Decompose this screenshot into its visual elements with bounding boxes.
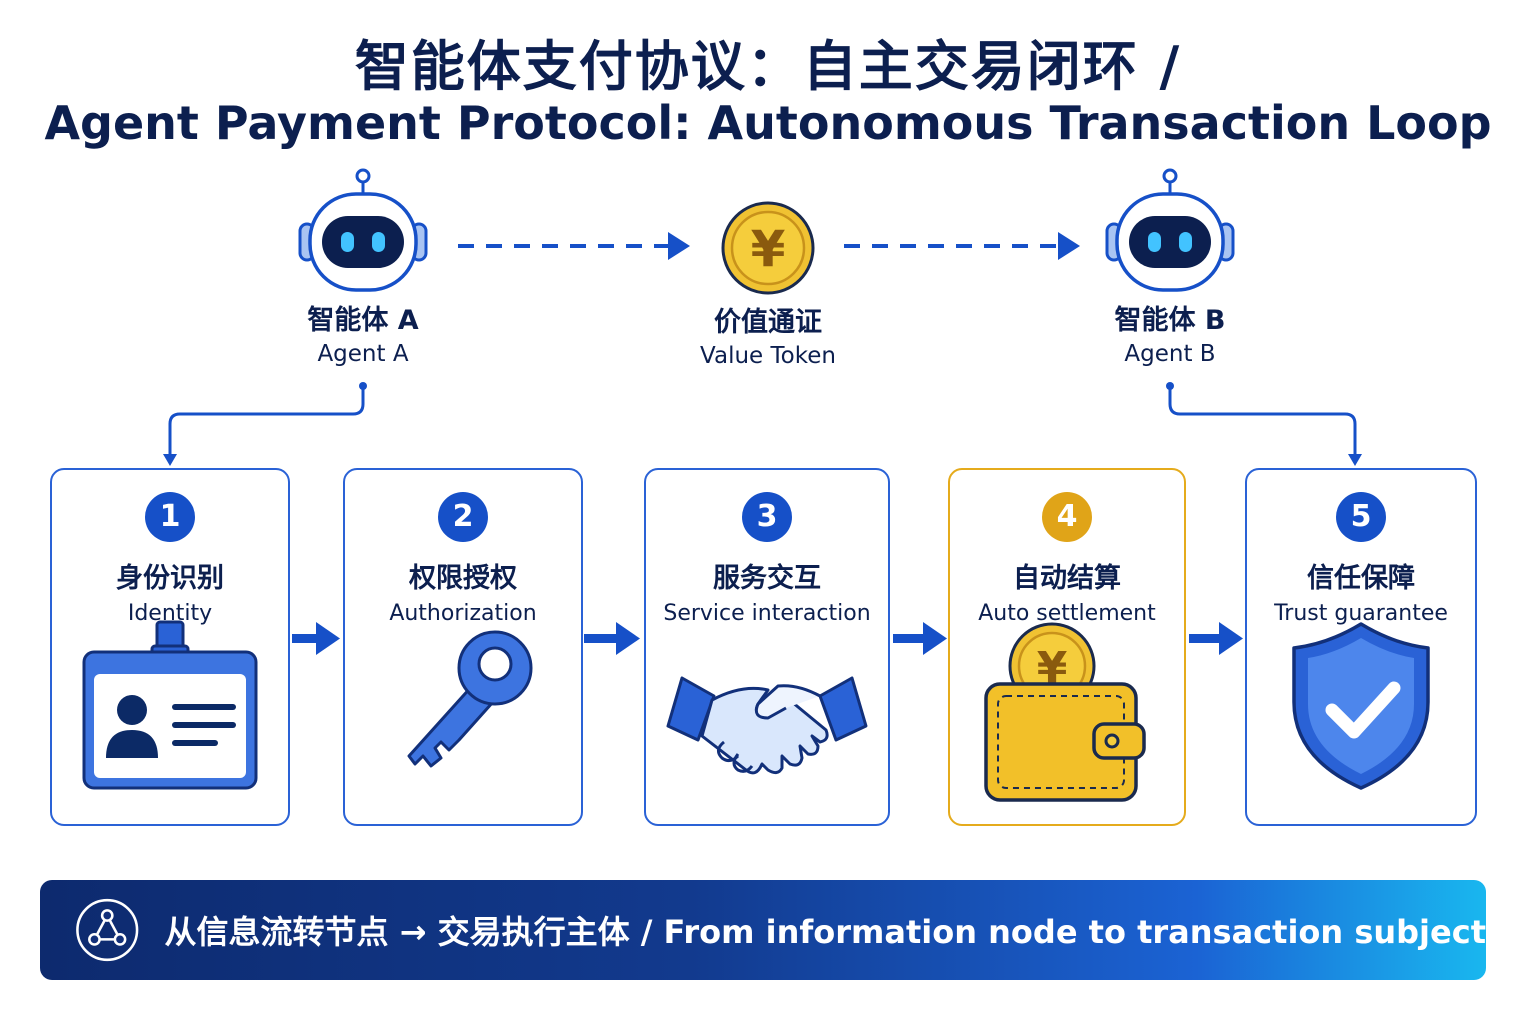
value-token-label-en: Value Token [700,343,836,369]
connector-agent-b-to-step-5 [1166,382,1362,466]
network-icon [76,898,139,962]
step-title-zh: 信任保障 [1307,563,1415,594]
step-title-zh: 身份识别 [116,563,224,594]
id-card-icon [82,620,258,790]
yuan-coin-icon: ¥ [721,201,815,295]
step-card-identity: 1 身份识别 Identity [50,468,290,826]
value-token: ¥ 价值通证 Value Token [648,200,888,369]
step-title-zh: 权限授权 [409,563,517,594]
agent-a-label-en: Agent A [317,341,409,367]
wallet-coin-icon: ¥ [984,622,1146,802]
coin-yuan-symbol: ¥ [751,220,786,278]
agent-a-label-zh: 智能体 A [307,305,419,336]
robot-icon [298,168,428,292]
value-token-label-zh: 价值通证 [714,307,822,338]
page-title-zh: 智能体支付协议：自主交易闭环 / [354,35,1182,98]
step-title-en: Auto settlement [978,601,1156,626]
step-title-en: Authorization [389,601,537,626]
step-title-en: Trust guarantee [1274,601,1448,626]
step-card-auto-settlement: 4 自动结算 Auto settlement ¥ [948,468,1186,826]
step-card-service-interaction: 3 服务交互 Service interaction [644,468,890,826]
shield-check-icon [1292,622,1430,790]
summary-banner: 从信息流转节点 → 交易执行主体 / From information node… [40,880,1486,980]
key-icon [407,630,533,768]
step-number-badge: 3 [742,492,792,542]
step-title-zh: 服务交互 [713,563,821,594]
step-title-en: Service interaction [663,601,871,626]
step-arrow-3-4 [893,622,947,655]
step-card-trust-guarantee: 5 信任保障 Trust guarantee [1245,468,1477,826]
step-number-badge: 4 [1042,492,1092,542]
page-title-en: Agent Payment Protocol: Autonomous Trans… [44,96,1492,150]
agent-b-label-zh: 智能体 B [1114,305,1226,336]
step-arrow-4-5 [1189,622,1243,655]
banner-text: 从信息流转节点 → 交易执行主体 / From information node… [164,913,1486,951]
step-number-badge: 2 [438,492,488,542]
step-arrow-1-2 [292,622,340,655]
agent-b: 智能体 B Agent B [1050,166,1290,367]
agent-b-label-en: Agent B [1124,341,1216,367]
step-number-badge: 5 [1336,492,1386,542]
agent-a: 智能体 A Agent A [243,166,483,367]
handshake-icon [666,676,868,775]
step-title-zh: 自动结算 [1013,563,1121,594]
step-arrow-2-3 [584,622,640,655]
connector-agent-a-to-step-1 [163,382,367,466]
robot-icon [1105,168,1235,292]
step-card-authorization: 2 权限授权 Authorization [343,468,583,826]
step-number-badge: 1 [145,492,195,542]
